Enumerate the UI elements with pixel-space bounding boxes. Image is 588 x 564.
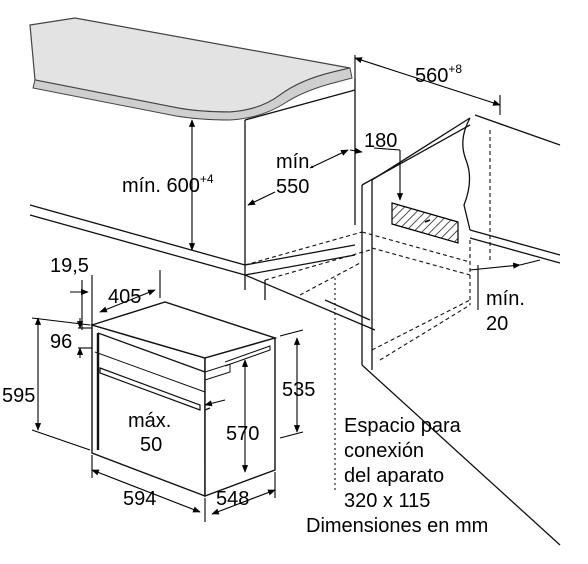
note-line-1: Espacio para (344, 415, 462, 437)
label-570: 570 (226, 423, 259, 445)
label-96: 96 (50, 331, 72, 353)
dimension-lines (31, 55, 541, 522)
hidden-lines (244, 130, 491, 490)
label-560: 560+8 (415, 62, 462, 87)
label-405: 405 (108, 286, 141, 308)
cabinet-outline (29, 78, 561, 546)
note-line-5: Dimensiones en mm (306, 515, 488, 537)
label-548: 548 (216, 488, 249, 510)
label-min-550-line1: mín. (276, 151, 315, 173)
oven (89, 301, 278, 498)
label-594: 594 (123, 488, 156, 510)
connection-marker (424, 219, 431, 223)
label-min-600: mín. 600+4 (122, 172, 214, 197)
note-line-4: 320 x 115 (344, 490, 430, 512)
label-max-50-line2: 50 (140, 434, 162, 456)
label-min-20-line2: 20 (486, 313, 508, 335)
label-min-550-line2: 550 (276, 176, 309, 198)
label-19-5: 19,5 (50, 255, 89, 277)
label-min-20-line1: mín. (486, 288, 525, 310)
note-line-3: del aparato (344, 465, 444, 487)
note-block: Espacio para conexión del aparato 320 x … (306, 415, 488, 537)
worktop (29, 17, 353, 121)
connection-space (391, 202, 459, 244)
label-535: 535 (282, 379, 315, 401)
note-line-2: conexión (344, 440, 424, 462)
label-595: 595 (2, 385, 35, 407)
label-180: 180 (364, 130, 397, 152)
label-max-50-line1: máx. (128, 410, 171, 432)
